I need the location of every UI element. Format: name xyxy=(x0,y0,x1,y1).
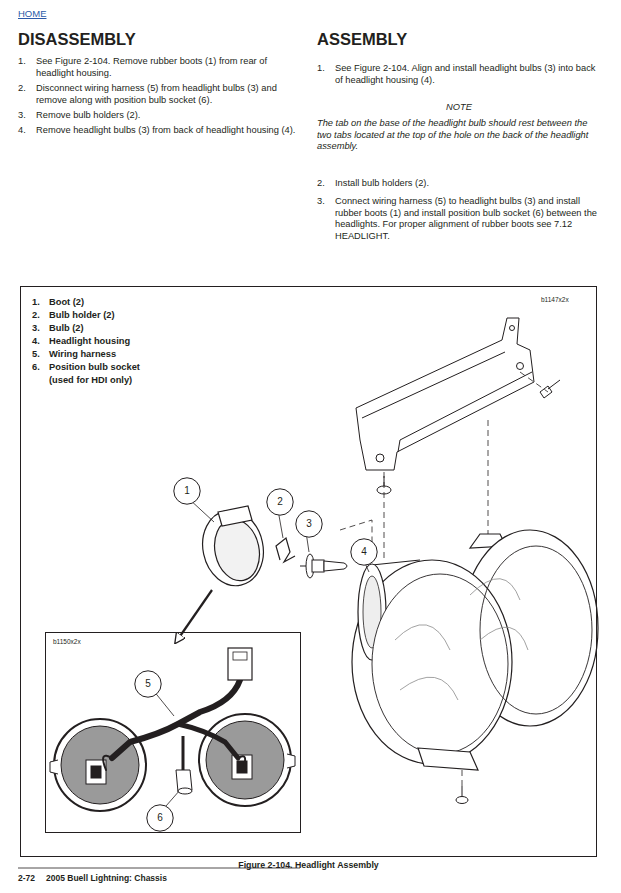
callout-number: 3 xyxy=(295,510,323,538)
callout-circle xyxy=(135,671,161,697)
legend-number: 3. xyxy=(32,322,40,335)
legend-number: 4. xyxy=(32,335,40,348)
legend-text: Bulb (2) xyxy=(49,322,167,335)
callout-number: 5 xyxy=(134,670,162,698)
footer-title: 2005 Buell Lightning: Chassis xyxy=(46,873,167,885)
step-number: 4. xyxy=(18,125,26,137)
callout-circle xyxy=(296,511,322,537)
callout-number: 1 xyxy=(173,477,201,505)
figure-code: b1150x2x xyxy=(53,638,81,646)
legend-text: Bulb holder (2) xyxy=(49,309,167,322)
detail-inset: b1150x2x 5 6 xyxy=(45,632,301,833)
legend-number: 5. xyxy=(32,348,40,361)
legend-text: Position bulb socket (used for HDI only) xyxy=(49,361,167,386)
figure-frame: 1. Boot (2) 2. Bulb holder (2) 3. Bulb (2) 4. H… xyxy=(20,286,597,857)
callout-number: 3 xyxy=(295,510,323,538)
bulb xyxy=(300,554,347,578)
page-number: 2-72 xyxy=(18,873,35,885)
callout-number: 4 xyxy=(350,538,378,566)
callout-number: 4 xyxy=(350,538,378,566)
step-text: See Figure 2-104. Align and install head… xyxy=(335,63,601,86)
callout-circle xyxy=(174,478,200,504)
legend-text: Boot (2) xyxy=(49,296,167,309)
figure-code: b1147x2x xyxy=(541,296,569,304)
callout-number: 5 xyxy=(134,670,162,698)
note-heading: NOTE xyxy=(317,102,601,114)
bulb-holder xyxy=(276,538,295,562)
callout-number: 1 xyxy=(173,477,201,505)
legend-text: Wiring harness xyxy=(49,348,167,361)
legend-number: 1. xyxy=(32,296,40,309)
headlight-housing xyxy=(352,530,598,770)
step-number: 1. xyxy=(18,56,26,68)
wiring-harness xyxy=(103,648,252,770)
section-heading: ASSEMBLY xyxy=(317,29,407,49)
step-number: 1. xyxy=(317,63,325,75)
step-text: Disconnect wiring harness (5) from headl… xyxy=(36,83,302,106)
step-text: Connect wiring harness (5) to headlight … xyxy=(335,196,601,242)
step-number: 2. xyxy=(18,83,26,95)
callout-circle xyxy=(351,539,377,565)
legend-number: 6. xyxy=(32,361,40,374)
step-text: Install bulb holders (2). xyxy=(335,178,601,190)
step-text: Remove headlight bulbs (3) from back of … xyxy=(36,125,302,137)
section-heading: DISASSEMBLY xyxy=(18,29,136,49)
callout-number: 6 xyxy=(146,804,174,832)
position-bulb-socket xyxy=(176,736,192,794)
home-link: HOME xyxy=(18,8,47,20)
detail-arrow xyxy=(176,590,212,642)
callout-number: 2 xyxy=(266,488,294,516)
callout-circle xyxy=(147,805,173,831)
legend-number: 2. xyxy=(32,309,40,322)
rubber-boot xyxy=(196,505,270,592)
step-number: 2. xyxy=(317,178,325,190)
step-number: 3. xyxy=(18,110,26,122)
callout-circle xyxy=(267,489,293,515)
figure-caption: Figure 2-104. Headlight Assembly xyxy=(20,860,597,871)
mount-bracket xyxy=(356,318,534,470)
callout-number: 6 xyxy=(146,804,174,832)
note-text: The tab on the base of the headlight bul… xyxy=(317,118,601,153)
step-text: Remove bulb holders (2). xyxy=(36,110,302,122)
step-number: 3. xyxy=(317,196,325,208)
step-text: See Figure 2-104. Remove rubber boots (1… xyxy=(36,56,302,79)
callout-number: 2 xyxy=(266,488,294,516)
leader-line xyxy=(153,498,369,806)
legend-text: Headlight housing xyxy=(49,335,167,348)
